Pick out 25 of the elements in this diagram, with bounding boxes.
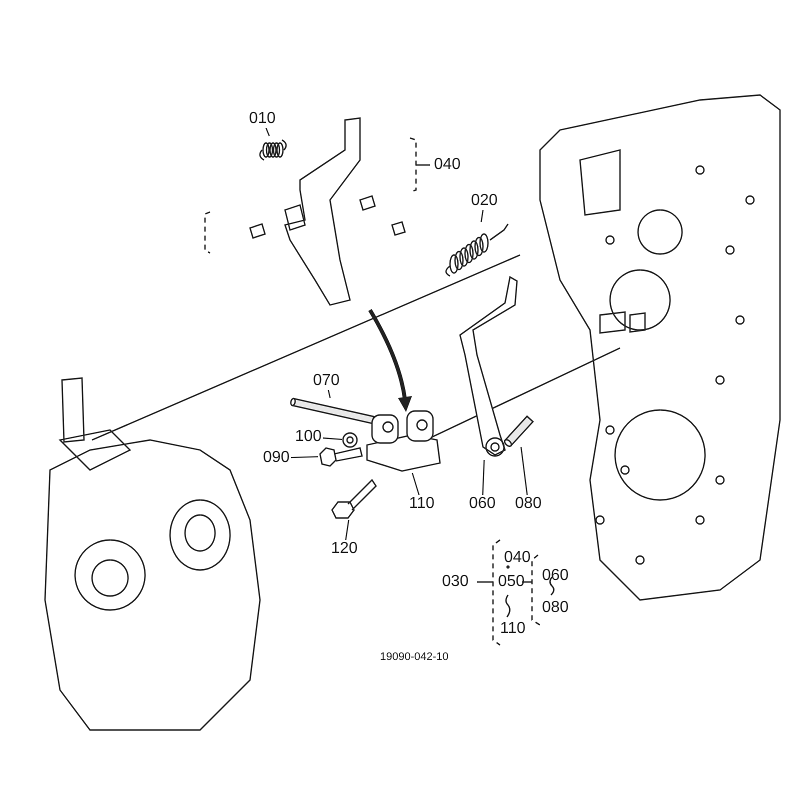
- callout-number: 070: [312, 372, 341, 390]
- leader-line: [265, 128, 270, 136]
- part-number: 080: [542, 599, 569, 617]
- leader-line: [480, 210, 484, 222]
- pin-drawing: [290, 398, 376, 424]
- leader-line: [345, 520, 350, 540]
- leader-line: [520, 446, 528, 496]
- callout-number: 020: [470, 192, 499, 210]
- part-number: 060: [542, 567, 569, 585]
- leader-line: [328, 390, 331, 398]
- spring-drawing: [444, 222, 510, 278]
- bolt-drawing: [318, 446, 364, 466]
- part-number: 110: [500, 620, 526, 638]
- leader-line: [412, 472, 420, 496]
- callout-number: 010: [248, 110, 277, 128]
- assembly-number: 040: [434, 156, 461, 174]
- assembly-number: 030: [442, 573, 469, 591]
- drawing-number: 19090-042-10: [380, 650, 449, 665]
- part-number: 050: [498, 573, 525, 591]
- leader-line: [322, 437, 342, 440]
- leader-line: [290, 456, 318, 458]
- pin-drawing: [505, 415, 533, 447]
- washer-drawing: [342, 432, 358, 448]
- leader-line: [482, 460, 485, 496]
- part-number: 040: [504, 549, 531, 567]
